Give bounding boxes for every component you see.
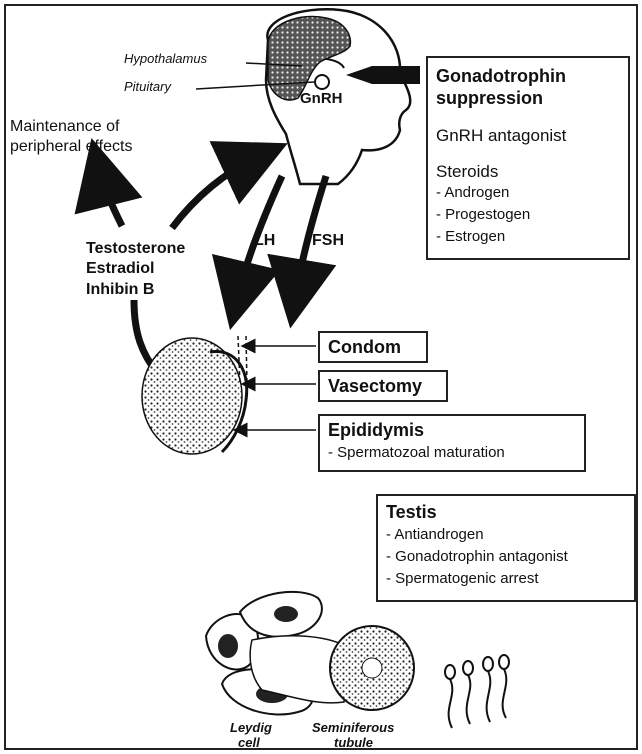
estradiol-label: Estradiol <box>86 260 154 278</box>
vasectomy-box: Vasectomy <box>318 370 448 402</box>
maintenance-label-line1: Maintenance of <box>10 118 119 136</box>
testis-shape <box>142 338 242 454</box>
testis-item-antiandrogen: - Antiandrogen <box>386 526 484 543</box>
vasectomy-label: Vasectomy <box>328 376 422 397</box>
testis-box: Testis - Antiandrogen - Gonadotrophin an… <box>376 494 636 602</box>
hypothalamus-label: Hypothalamus <box>124 52 207 67</box>
epididymis-label: Epididymis <box>328 420 424 441</box>
gonadotrophin-box: Gonadotrophin suppression GnRH antagonis… <box>426 56 630 260</box>
leydig-nucleus-1 <box>218 634 238 658</box>
gnrh-antagonist-label: GnRH antagonist <box>436 126 566 146</box>
leydig-label-line2: cell <box>238 736 260 751</box>
gonadotrophin-title-line1: Gonadotrophin <box>436 66 566 87</box>
inhibin-label: Inhibin B <box>86 281 154 299</box>
epididymis-box: Epididymis - Spermatozoal maturation <box>318 414 586 472</box>
spermatozoa <box>445 655 509 728</box>
pituitary-label: Pituitary <box>124 80 171 95</box>
steroids-label: Steroids <box>436 162 498 182</box>
steroid-item-androgen: - Androgen <box>436 184 509 201</box>
steroid-item-estrogen: - Estrogen <box>436 228 505 245</box>
seminiferous-label-line2: tubule <box>334 736 373 751</box>
peripheral-effects-arrow <box>100 172 122 226</box>
steroid-item-progestogen: - Progestogen <box>436 206 530 223</box>
testis-title: Testis <box>386 502 437 523</box>
maintenance-label-line2: peripheral effects <box>10 138 132 156</box>
seminiferous-label-line1: Seminiferous <box>312 721 394 736</box>
condom-label: Condom <box>328 337 401 358</box>
feedback-to-brain-arrow <box>172 158 256 228</box>
tubule-lumen <box>362 658 382 678</box>
lh-label: LH <box>254 232 275 250</box>
testis-item-spermatogenic-arrest: - Spermatogenic arrest <box>386 570 539 587</box>
testosterone-label: Testosterone <box>86 240 185 258</box>
epididymis-item: - Spermatozoal maturation <box>328 444 505 461</box>
condom-box: Condom <box>318 331 428 363</box>
testis-item-gonadotrophin-antagonist: - Gonadotrophin antagonist <box>386 548 568 565</box>
leydig-nucleus-2 <box>274 606 298 622</box>
fsh-label: FSH <box>312 232 344 250</box>
leydig-label-line1: Leydig <box>230 721 272 736</box>
gnrh-label: GnRH <box>300 90 343 107</box>
gonadotrophin-title-line2: suppression <box>436 88 543 109</box>
pituitary-gland <box>315 75 329 89</box>
